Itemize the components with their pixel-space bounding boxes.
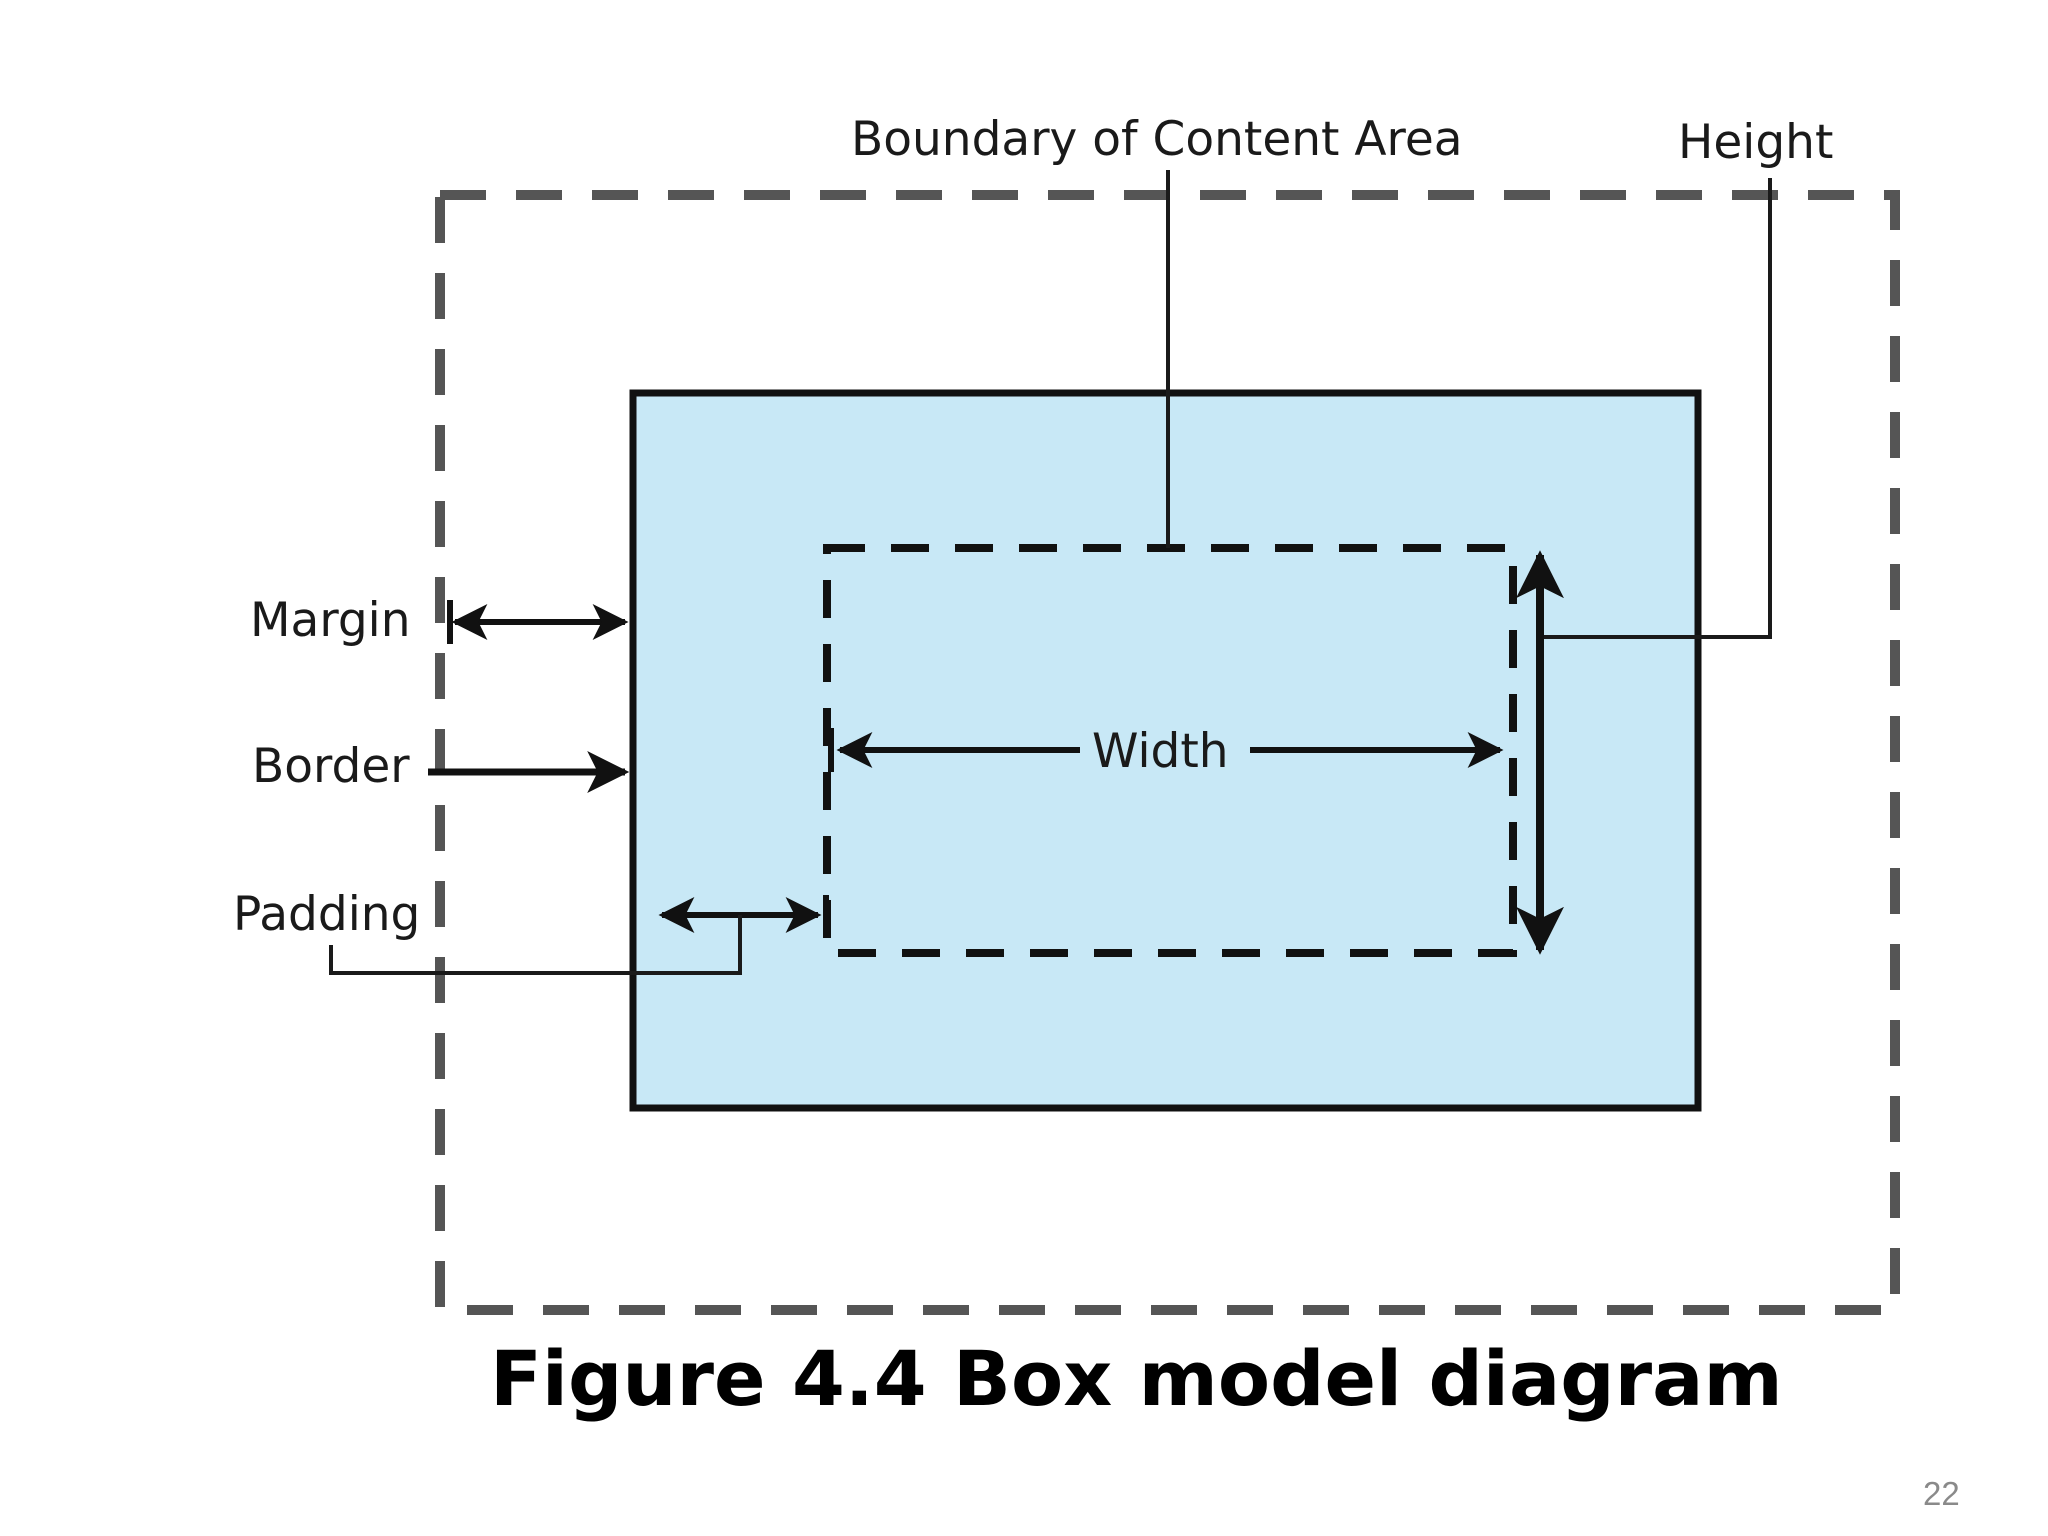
padding-label: Padding — [233, 887, 420, 942]
height-leader-line — [1540, 178, 1772, 639]
boundary-label: Boundary of Content Area — [851, 112, 1463, 167]
padding-leader-line — [329, 915, 742, 975]
border-label: Border — [252, 739, 410, 794]
height-label: Height — [1678, 115, 1833, 170]
margin-label: Margin — [250, 593, 411, 648]
figure-caption: Figure 4.4 Box model diagram — [490, 1334, 1783, 1423]
page-number: 22 — [1923, 1475, 1960, 1512]
width-label: Width — [1092, 724, 1229, 779]
width-label-backing — [1082, 715, 1247, 783]
